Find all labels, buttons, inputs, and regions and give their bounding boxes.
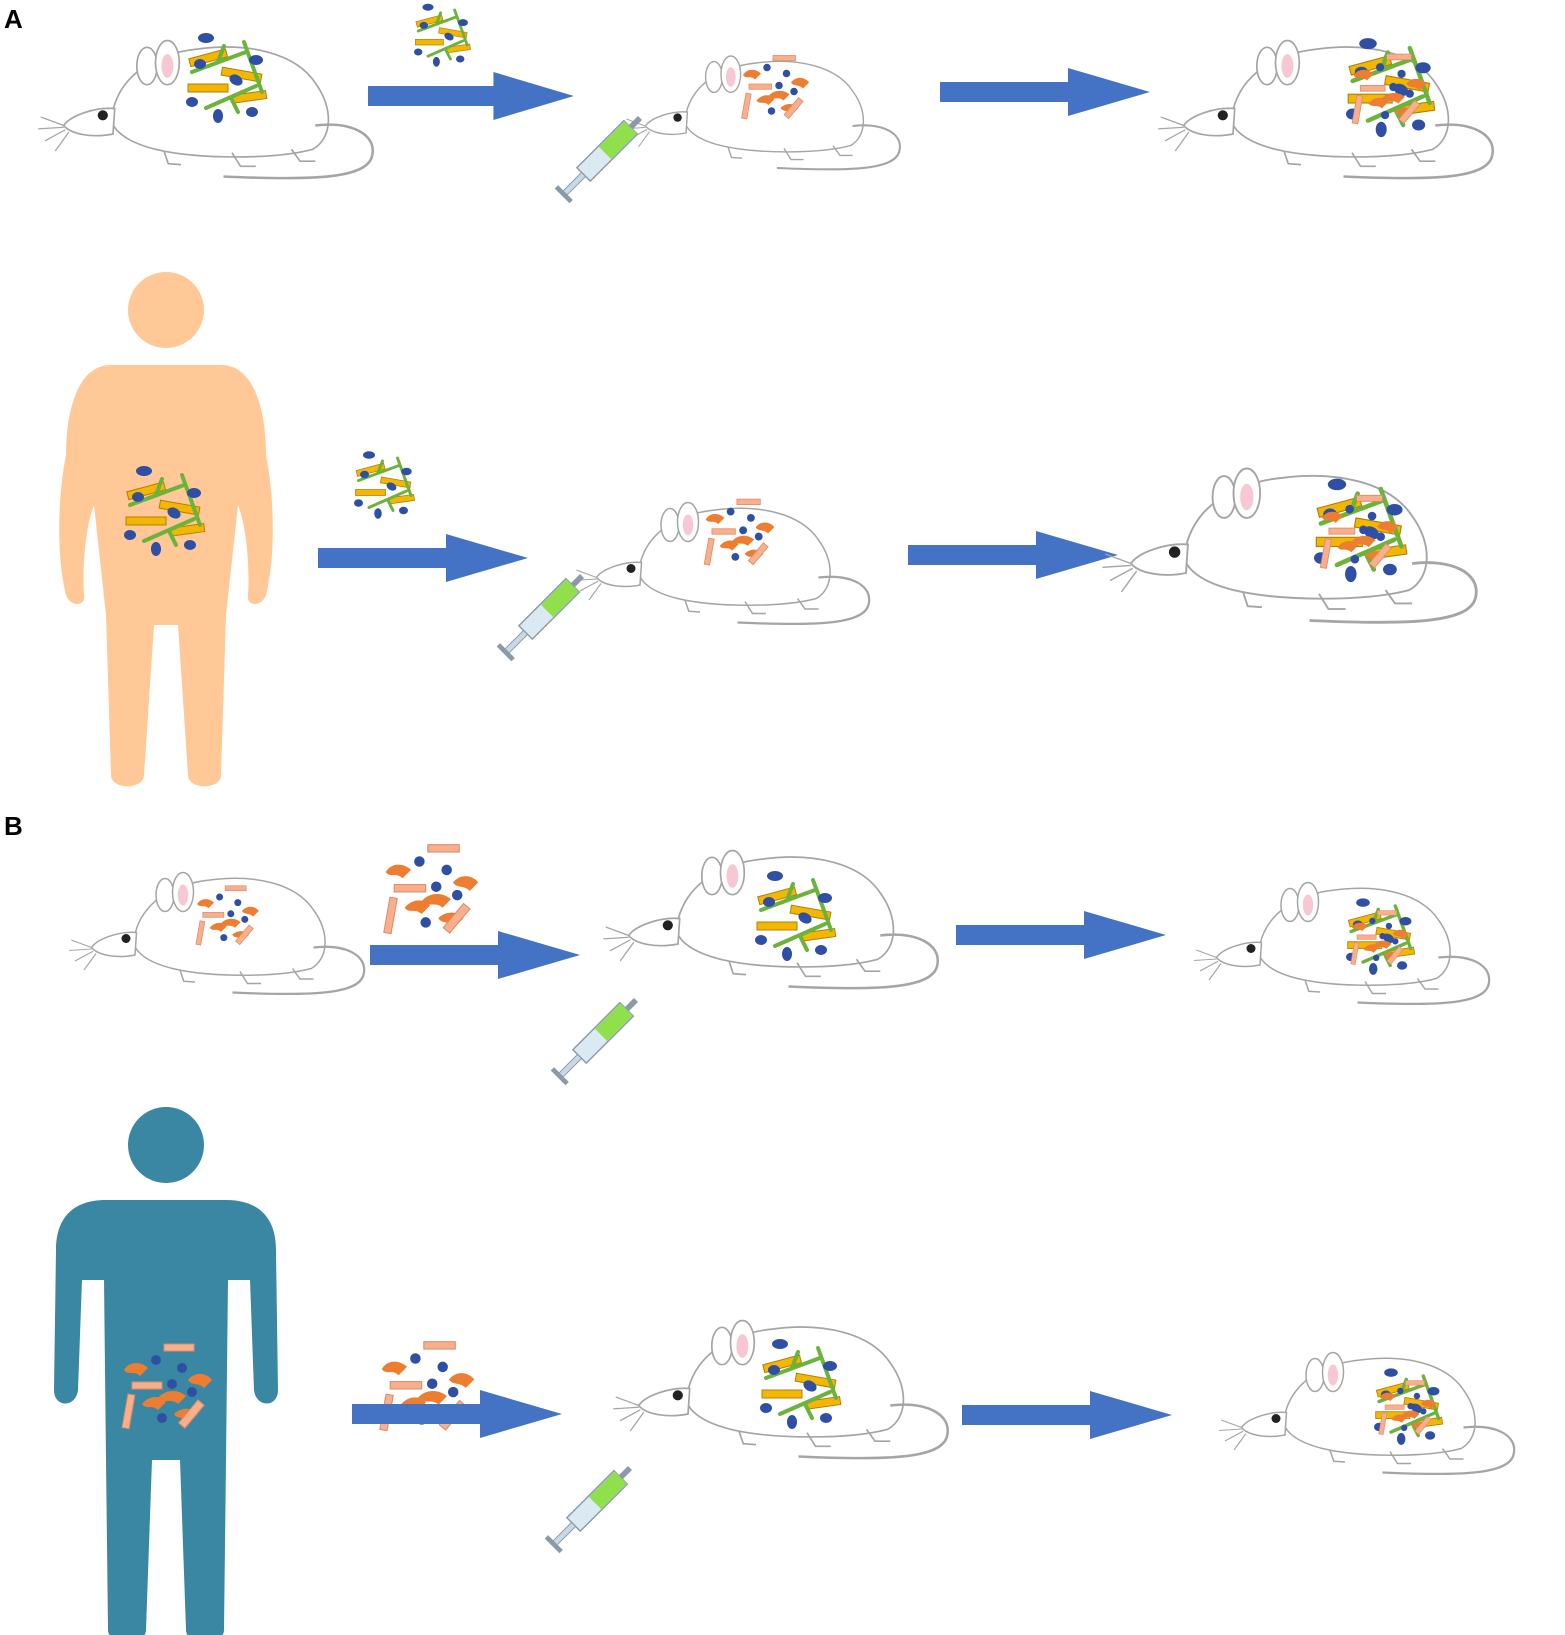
human-figure-icon xyxy=(59,272,273,787)
arrow-icon xyxy=(956,911,1166,959)
transplant-bacteria-icon xyxy=(352,449,417,521)
syringe-icon xyxy=(549,997,639,1087)
panel-b-row2 xyxy=(54,1107,1516,1635)
human-figure-icon xyxy=(54,1107,278,1635)
syringe-icon xyxy=(495,573,585,663)
transplant-bacteria-icon xyxy=(412,2,472,69)
arrow-icon xyxy=(352,1390,562,1438)
arrow-icon xyxy=(370,931,580,979)
panel-label-a: A xyxy=(4,4,23,34)
panel-a-row1 xyxy=(36,2,1494,205)
result-mouse-icon xyxy=(1100,467,1478,624)
arrow-icon xyxy=(908,531,1118,579)
result-mouse-icon xyxy=(1217,1351,1516,1476)
recipient-mouse-icon xyxy=(601,849,939,990)
recipient-mouse-icon xyxy=(623,54,901,171)
panel-b-row1 xyxy=(67,844,1491,1087)
panel-label-b: B xyxy=(4,811,23,841)
syringe-icon xyxy=(553,115,643,205)
result-mouse-icon xyxy=(1156,39,1494,180)
arrow-icon xyxy=(368,72,574,120)
arrow-icon xyxy=(318,534,528,582)
donor-mouse-icon xyxy=(67,871,366,996)
arrow-icon xyxy=(940,68,1150,116)
syringe-icon xyxy=(543,1465,633,1555)
result-mouse-icon xyxy=(1192,881,1491,1006)
transplant-bacteria-icon xyxy=(383,844,479,935)
recipient-mouse-icon xyxy=(572,501,871,626)
panel-a-row2 xyxy=(59,272,1478,787)
arrow-icon xyxy=(962,1391,1172,1439)
